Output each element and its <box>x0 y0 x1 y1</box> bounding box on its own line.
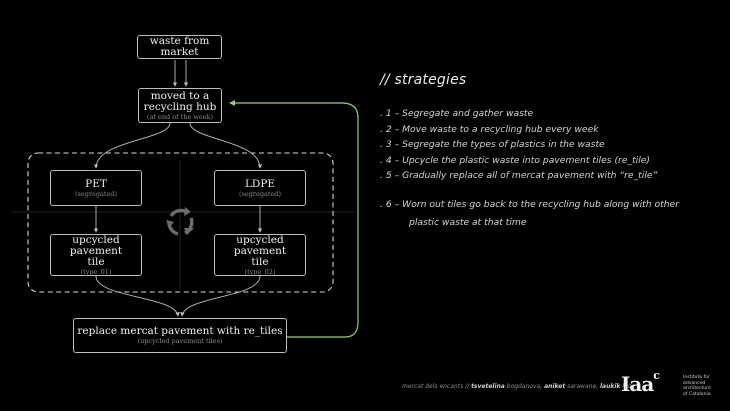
connector-tile1-replace <box>95 275 180 317</box>
strategy-item-continuation: plastic waste at that time <box>409 216 527 228</box>
logo-line: advanced <box>683 380 706 386</box>
author-first-name: laukik <box>599 383 621 390</box>
author-last-name: sarawane, <box>567 383 599 390</box>
strategy-item: . 4 – Upcycle the plastic waste into pav… <box>380 154 651 166</box>
loop-back-connector <box>229 100 359 338</box>
iaac-logo-text: Institute for advanced architecture of C… <box>683 375 729 397</box>
node-pet: PET (segregated) <box>50 170 142 206</box>
connector-hub-ldpe <box>189 122 263 169</box>
node-subtitle: (segregated) <box>74 189 118 198</box>
node-tile-type-01: upcycled pavement tile (type_01) <box>50 234 142 276</box>
node-recycling-hub: moved to a recycling hub (at end of the … <box>138 88 222 123</box>
strategy-item: . 2 – Move waste to a recycling hub ever… <box>380 123 599 135</box>
node-title: PET <box>85 177 107 190</box>
author-last-name: bogdanova, <box>506 383 543 390</box>
connector-hub-pet <box>93 122 171 169</box>
node-subtitle: (at end of the week) <box>146 112 214 121</box>
node-subtitle: (type_01) <box>80 267 112 276</box>
strategy-item: . 5 – Gradually replace all of mercat pa… <box>380 170 658 182</box>
logo-mark-sup: c <box>653 369 660 382</box>
node-subtitle: (segregated) <box>238 189 282 198</box>
node-title: waste from market <box>149 34 210 58</box>
node-ldpe: LDPE (segregated) <box>214 170 306 206</box>
iaac-logo: Iaac <box>621 369 660 396</box>
logo-mark-main: Iaa <box>621 372 654 396</box>
node-replace-pavement: replace mercat pavement with re_tiles (u… <box>73 318 287 353</box>
strategies-panel: // strategies . 1 – Segregate and gather… <box>380 72 720 228</box>
connector-tile2-replace <box>180 275 261 317</box>
author-first-name: aniket <box>544 383 566 390</box>
processing-group-dashed-box <box>27 152 334 293</box>
strategy-item: . 6 – Worn out tiles go back to the recy… <box>380 198 679 210</box>
logo-line: Institute for <box>683 375 710 380</box>
node-subtitle: (upcycled pavement tiles) <box>137 337 223 346</box>
strategy-item: . 1 – Segregate and gather waste <box>380 108 534 119</box>
author-first-name: tsvetelina <box>471 383 505 390</box>
node-title: LDPE <box>244 177 276 190</box>
node-title: moved to a recycling hub <box>143 89 217 113</box>
author-last-name: lad <box>622 383 632 390</box>
logo-line: of Catalonia <box>683 391 711 397</box>
logo-line: architecture <box>683 386 711 391</box>
credits-line: mercat dels encants // tsvetelina bogdan… <box>402 383 631 390</box>
recycle-cycle-icon <box>166 207 194 236</box>
strategies-title: // strategies <box>380 72 467 88</box>
node-title: upcycled pavement tile <box>69 233 123 268</box>
node-tile-type-02: upcycled pavement tile (type_02) <box>214 234 306 276</box>
node-title: replace mercat pavement with re_tiles <box>77 325 283 338</box>
strategy-item: . 3 – Segregate the types of plastics in… <box>380 139 605 151</box>
node-subtitle: (type_02) <box>244 267 276 276</box>
node-waste-from-market: waste from market <box>137 35 222 59</box>
node-title: upcycled pavement tile <box>233 233 287 268</box>
project-name: mercat dels encants // <box>402 383 470 390</box>
